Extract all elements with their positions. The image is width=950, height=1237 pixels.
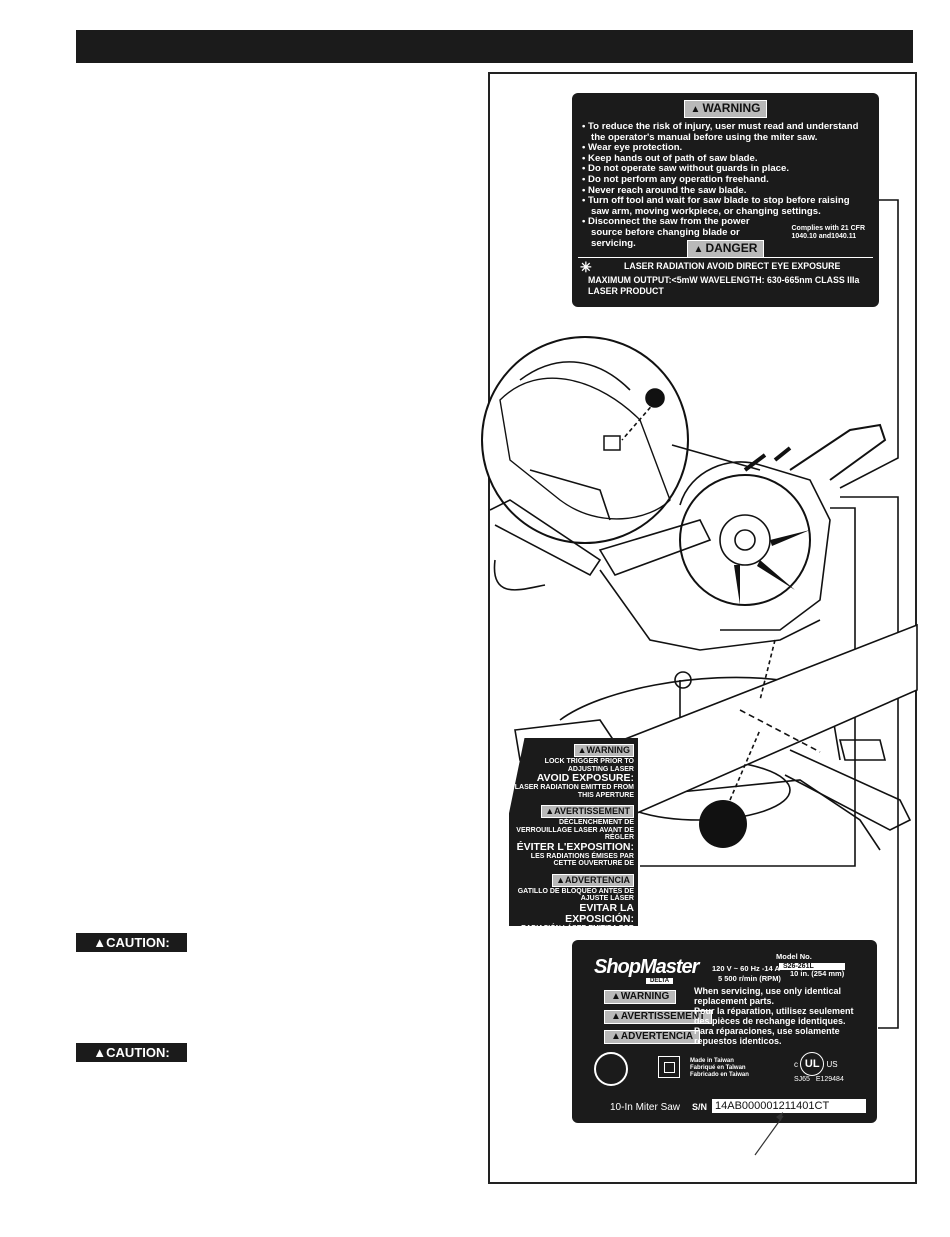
- laser-warning-box: ✳ LASER RADIATION AVOID DIRECT EYE EXPOS…: [578, 257, 873, 301]
- speed-rating: 5 500 r/min (RPM): [718, 974, 781, 983]
- laser-evitar-heading: EVITAR LA EXPOSICIÓN:: [565, 901, 634, 925]
- ul-c: c: [794, 1060, 798, 1069]
- caution-badge-1: ▲CAUTION:: [76, 933, 187, 952]
- laser-avoid-heading: AVOID EXPOSURE:: [536, 772, 634, 784]
- tag-text: AVERTISSEMENT: [554, 806, 630, 816]
- caution-badge-2: ▲CAUTION:: [76, 1043, 187, 1062]
- list-item: Keep hands out of path of saw blade.: [582, 153, 869, 165]
- ul-logo: UL: [800, 1052, 825, 1076]
- serial-label: S/N: [692, 1102, 708, 1112]
- nameplate-avert-tag: ▲AVERTISSEMENT: [604, 1010, 713, 1024]
- laser-advert-tag: ▲ADVERTENCIA: [552, 873, 634, 887]
- laser-avoid-text: LASER RADIATION EMITTED FROM THIS APERTU…: [514, 784, 634, 799]
- tag-text: AVERTISSEMENT: [620, 1011, 706, 1022]
- laser-avert-text: DÉCLENCHEMENT DE VERROUILLAGE LASER AVAN…: [516, 819, 634, 841]
- made-fr: Fabriqué en Taïwan: [690, 1065, 746, 1071]
- blade-size: 10 in. (254 mm): [790, 969, 845, 978]
- warning-triangle-icon: ▲: [690, 104, 701, 115]
- tag-text: ADVERTENCIA: [564, 874, 630, 885]
- tag-text: ADVERTENCIA: [620, 1031, 694, 1042]
- list-item: Wear eye protection.: [582, 143, 869, 154]
- model-value: S26-261L: [779, 963, 845, 970]
- laser-line-2: MAXIMUM OUTPUT:<5mW WAVELENGTH: 630-665n…: [588, 275, 860, 296]
- warning-tag-stack: ▲WARNING ▲AVERTISSEMENT ▲ADVERTENCIA: [604, 990, 713, 1050]
- danger-heading: DANGER: [705, 241, 758, 255]
- laser-evitar-text: RADIACIÓN LÁSER EMITIDA POR ESTA ABERTUR…: [521, 924, 634, 939]
- caution-text: CAUTION:: [106, 1045, 170, 1060]
- caution-text: CAUTION:: [106, 935, 170, 950]
- laser-advert-text: GATILLO DE BLOQUEO ANTES DE AJUSTE LÁSER: [517, 887, 634, 903]
- made-en: Made in Taiwan: [690, 1058, 734, 1064]
- laser-aperture-label: ▲WARNING LOCK TRIGGER PRIOR TO ADJUSTING…: [509, 738, 638, 926]
- sub-brand: DELTA: [646, 978, 674, 984]
- servicing-es: Para réparaciones, use solamente repuest…: [694, 1026, 840, 1046]
- warning-bullet-list: To reduce the risk of injury, user must …: [582, 121, 869, 249]
- cert-code: SJ65: [794, 1076, 810, 1083]
- servicing-note: When servicing, use only identical repla…: [694, 986, 864, 1046]
- cert-number: E129484: [815, 1076, 844, 1083]
- laser-eviter-text: LES RADIATIONS ÉMISES PAR CETTE OUVERTUR…: [530, 852, 634, 868]
- ul-certification-mark: c UL US: [794, 1052, 838, 1076]
- shopmaster-logo: ShopMaster DELTA: [594, 956, 699, 984]
- leader-line-top: [839, 199, 899, 489]
- servicing-en: When servicing, use only identical repla…: [694, 986, 842, 1006]
- danger-triangle-icon: ▲: [693, 244, 704, 255]
- double-insulation-icon: [658, 1056, 680, 1078]
- list-item: Disconnect the saw from the power source…: [582, 217, 781, 249]
- list-item: Do not operate saw without guards in pla…: [582, 164, 869, 175]
- laser-avert-tag: ▲AVERTISSEMENT: [541, 805, 634, 818]
- model-prefix: Model No.: [776, 952, 812, 961]
- made-in-note: Made in Taiwan Fabriqué en Taïwan Fabric…: [690, 1058, 749, 1079]
- section-header-bar: [76, 30, 913, 63]
- laser-warning-text: LOCK TRIGGER PRIOR TO ADJUSTING LASER: [544, 758, 634, 773]
- laser-line-1: LASER RADIATION AVOID DIRECT EYE EXPOSUR…: [624, 261, 841, 271]
- danger-tag: ▲DANGER: [686, 240, 765, 258]
- no-disposal-icon: [594, 1052, 628, 1086]
- list-item: Turn off tool and wait for saw blade to …: [582, 195, 869, 217]
- list-item: To reduce the risk of injury, user must …: [582, 121, 869, 143]
- laser-starburst-icon: ✳: [580, 259, 592, 275]
- nameplate-warning-tag: ▲WARNING: [604, 990, 677, 1004]
- serial-number: 14AB000001211401CT: [712, 1099, 866, 1113]
- made-es: Fabricado en Taiwan: [690, 1072, 749, 1078]
- brand-name: ShopMaster: [594, 956, 699, 978]
- laser-warning-tag: ▲WARNING: [573, 744, 634, 757]
- compliance-note: Complies with 21 CFR 1040.10 and1040.11: [791, 225, 865, 241]
- warning-heading: WARNING: [702, 101, 761, 115]
- list-item: Do not perform any operation freehand.: [582, 174, 869, 186]
- warning-danger-label: ▲WARNING To reduce the risk of injury, u…: [572, 93, 879, 307]
- ul-us: US: [826, 1060, 838, 1069]
- list-item: Never reach around the saw blade.: [582, 185, 869, 197]
- saw-nameplate-label: ShopMaster DELTA Model No. S26-261L 120 V…: [572, 940, 877, 1123]
- tag-text: WARNING: [620, 991, 670, 1002]
- servicing-fr: Pour la réparation, utilisez seulement d…: [694, 1006, 854, 1026]
- model-number: Model No. S26-261L: [776, 952, 877, 970]
- saw-name: 10-In Miter Saw: [610, 1102, 681, 1113]
- compliance-line: 1040.10 and1040.11: [791, 233, 857, 240]
- electrical-rating: 120 V ~ 60 Hz -14 A: [712, 964, 780, 973]
- laser-eviter-heading: ÉVITER L'EXPOSITION:: [516, 840, 634, 853]
- compliance-line: Complies with 21 CFR: [791, 225, 865, 232]
- certification-codes: SJ65 E129484: [794, 1076, 844, 1083]
- warning-tag: ▲WARNING: [683, 100, 768, 118]
- nameplate-advert-tag: ▲ADVERTENCIA: [604, 1030, 701, 1044]
- tag-text: WARNING: [586, 745, 631, 755]
